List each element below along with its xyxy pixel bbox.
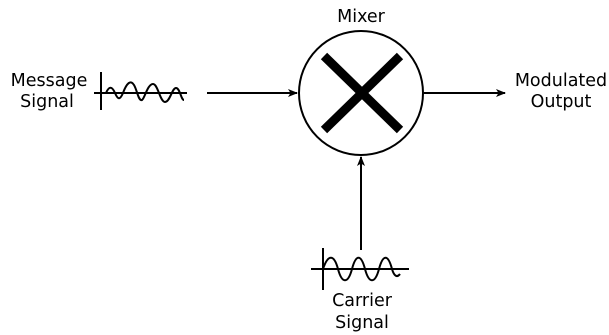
mixer-label: Mixer — [337, 7, 386, 27]
message-signal-label: Message Signal — [11, 71, 88, 112]
message-waveform-icon — [94, 72, 187, 110]
carrier-wave-curve — [322, 256, 401, 282]
carrier-label-line2: Signal — [335, 313, 389, 333]
carrier-signal-label: Carrier Signal — [332, 291, 393, 333]
message-label-line2: Signal — [20, 92, 74, 112]
mixer-cross-stroke-2 — [320, 52, 404, 134]
modulated-output-label: Modulated Output — [515, 71, 607, 112]
output-label-line1: Modulated — [515, 71, 607, 91]
output-label-line2: Output — [531, 92, 592, 112]
message-label-line1: Message — [11, 71, 88, 91]
carrier-waveform-icon — [311, 248, 409, 290]
mixer-symbol — [298, 30, 424, 156]
carrier-label-line1: Carrier — [332, 291, 393, 311]
message-wave-curve — [105, 81, 185, 104]
